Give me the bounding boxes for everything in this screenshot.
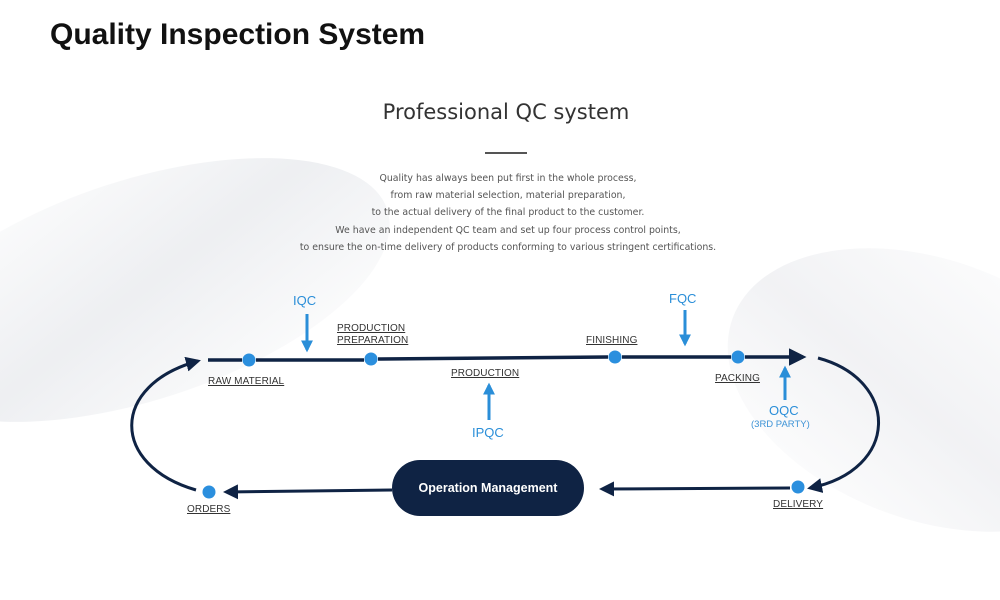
- node-label-finishing: FINISHING: [586, 335, 638, 346]
- intro-line: to ensure the on-time delivery of produc…: [299, 241, 717, 253]
- top-flow-line: [208, 348, 807, 366]
- operation-management-label: Operation Management: [418, 481, 558, 495]
- node-dot-delivery: [791, 480, 805, 494]
- node-dot-production-preparation: [364, 352, 378, 366]
- node-dot-finishing: [608, 350, 622, 364]
- node-label-raw-material: RAW MATERIAL: [208, 376, 285, 387]
- node-dot-raw-material: [242, 353, 256, 367]
- node-label-line: PREPARATION: [337, 335, 409, 346]
- subtitle-divider: [485, 152, 527, 154]
- operation-management-box: Operation Management: [392, 460, 584, 516]
- node-label-delivery: DELIVERY: [773, 499, 824, 510]
- node-label-line: PRODUCTION: [337, 323, 406, 334]
- node-dot-packing: [731, 350, 745, 364]
- qc-label-iqc: IQC: [293, 293, 317, 308]
- intro-line: We have an independent QC team and set u…: [335, 224, 681, 236]
- node-label-orders: ORDERS: [187, 504, 231, 515]
- left-return-arrow: [130, 356, 201, 492]
- intro-line: Quality has always been put first in the…: [379, 173, 637, 184]
- qc-label-oqc: OQC: [769, 403, 799, 418]
- right-return-arrow: [807, 356, 880, 493]
- qc-note-third-party: (3RD PARTY): [751, 419, 810, 430]
- intro-line: to the actual delivery of the final prod…: [371, 207, 645, 219]
- bottom-flow-line-right: [599, 481, 791, 497]
- intro-line: from raw material selection, material pr…: [390, 190, 626, 202]
- bottom-flow-line-left: [223, 484, 393, 500]
- qc-label-fqc: FQC: [669, 291, 697, 306]
- node-label-production-preparation: PRODUCTION PREPARATION: [337, 323, 408, 347]
- node-label-production: PRODUCTION: [451, 368, 520, 379]
- node-dot-orders: [202, 485, 216, 499]
- qc-label-ipqc: IPQC: [472, 425, 504, 440]
- intro-paragraph: Quality has always been put first in the…: [0, 170, 1000, 256]
- page-title: Quality Inspection System: [50, 18, 426, 51]
- node-label-packing: PACKING: [715, 373, 760, 384]
- section-subtitle: Professional QC system: [382, 100, 630, 124]
